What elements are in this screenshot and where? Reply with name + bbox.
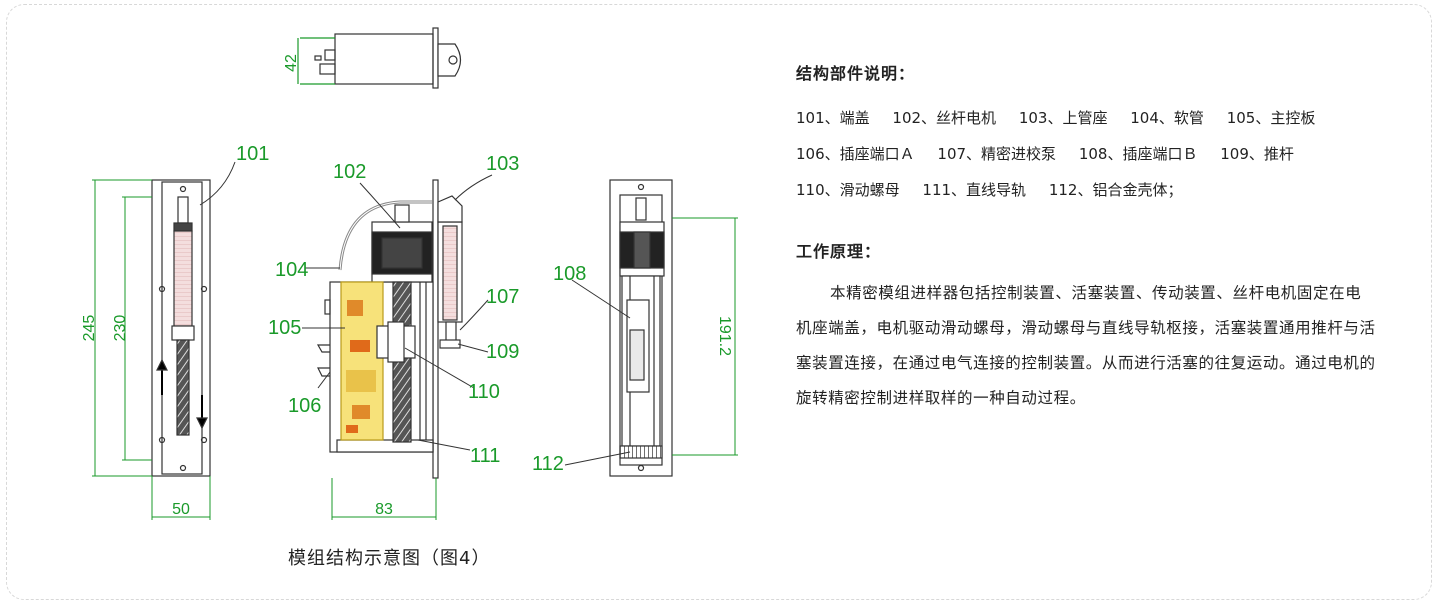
parts-row: 106、插座端口Ａ 107、精密进校泵 108、插座端口Ｂ 109、推杆: [796, 136, 1396, 172]
description-panel: 结构部件说明： 101、端盖 102、丝杆电机 103、上管座 104、软管 1…: [796, 60, 1396, 416]
callout-104: 104: [275, 259, 308, 281]
parts-row: 110、滑动螺母 111、直线导轨 112、铝合金壳体；: [796, 172, 1396, 208]
callout-labels: 101 102 103 104 105 106 107 108 109 110 …: [236, 143, 586, 475]
dim-mid-width: 83: [375, 501, 393, 518]
dimension-labels: 42 245 230 50 83 191.2: [81, 54, 733, 518]
part-item: 104、软管: [1130, 109, 1204, 127]
middle-view: [316, 179, 463, 520]
dim-left-inner: 230: [112, 315, 129, 342]
principle-text: 本精密模组进样器包括控制装置、活塞装置、传动装置、丝杆电机固定在电机座端盖，电机…: [796, 284, 1376, 407]
page-frame: [6, 4, 1432, 600]
callout-109: 109: [486, 341, 519, 363]
dim-right-height: 191.2: [716, 316, 733, 356]
callout-103: 103: [486, 153, 519, 175]
part-item: 110、滑动螺母: [796, 181, 900, 199]
dim-left-outer: 245: [81, 315, 98, 342]
part-item: 101、端盖: [796, 109, 870, 127]
part-item: 106、插座端口Ａ: [796, 145, 915, 163]
top-view: [297, 27, 462, 89]
callout-106: 106: [288, 395, 321, 417]
part-item: 102、丝杆电机: [892, 109, 997, 127]
figure-caption: 模组结构示意图（图4）: [288, 548, 491, 569]
callout-107: 107: [486, 286, 519, 308]
callout-111: 111: [470, 445, 500, 467]
part-item: 105、主控板: [1226, 109, 1316, 127]
structure-title: 结构部件说明：: [796, 64, 916, 83]
part-item: 107、精密进校泵: [937, 145, 1057, 163]
part-item: 112、铝合金壳体；: [1048, 181, 1183, 199]
callout-102: 102: [333, 161, 366, 183]
callout-105: 105: [268, 317, 301, 339]
right-view: [609, 179, 738, 477]
part-item: 109、推杆: [1220, 145, 1294, 163]
principle-title: 工作原理：: [796, 242, 882, 261]
callout-112: 112: [532, 453, 564, 475]
dim-left-width: 50: [172, 501, 190, 518]
callout-101: 101: [236, 143, 269, 165]
parts-row: 101、端盖 102、丝杆电机 103、上管座 104、软管 105、主控板: [796, 100, 1396, 136]
callout-108: 108: [553, 263, 586, 285]
part-item: 108、插座端口Ｂ: [1078, 145, 1198, 163]
part-item: 111、直线导轨: [922, 181, 1027, 199]
callout-110: 110: [468, 381, 500, 403]
part-item: 103、上管座: [1018, 109, 1108, 127]
dim-top-height: 42: [283, 54, 300, 72]
parts-list: 101、端盖 102、丝杆电机 103、上管座 104、软管 105、主控板 1…: [796, 100, 1396, 208]
leader-lines: [199, 161, 631, 466]
left-view: [92, 179, 211, 520]
